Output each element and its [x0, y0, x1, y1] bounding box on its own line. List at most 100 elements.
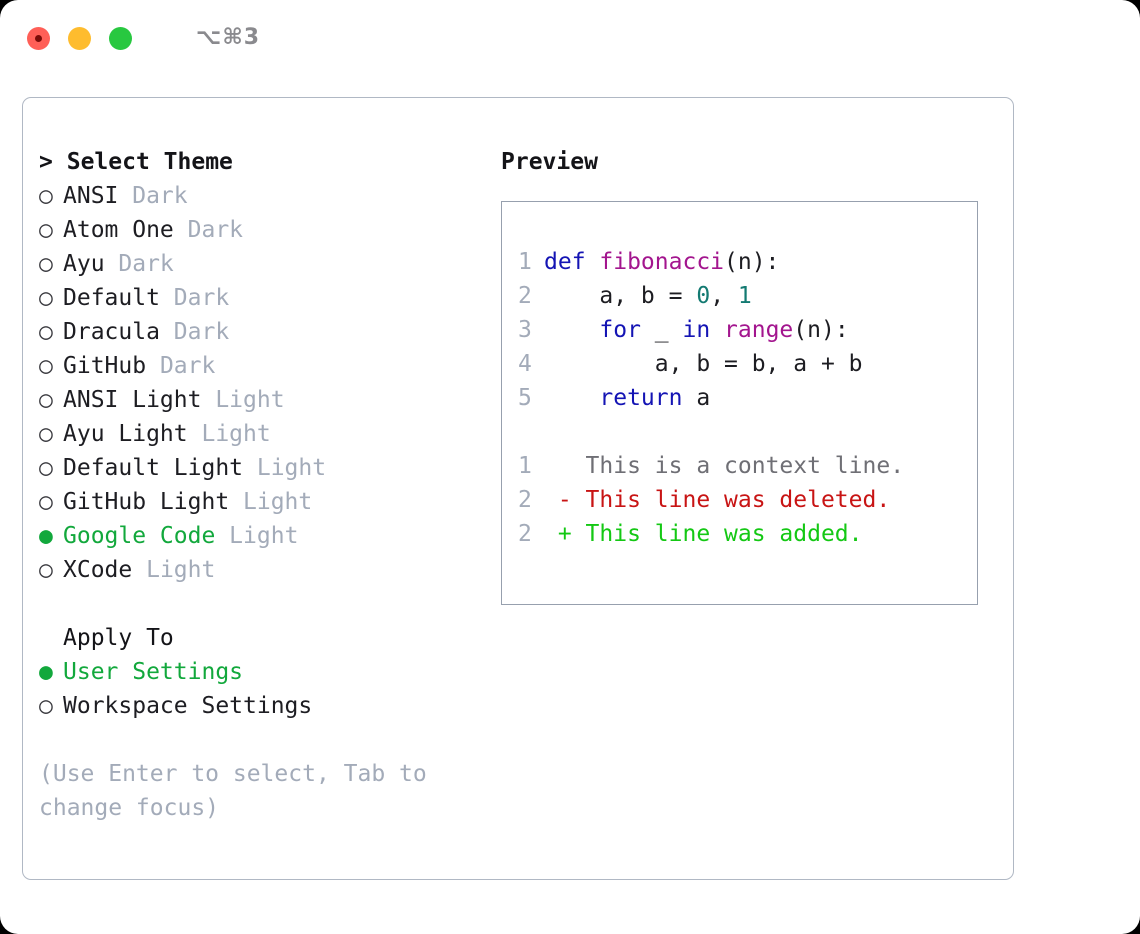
radio-selected-icon: ●	[39, 659, 53, 685]
code-token-num: 1	[737, 283, 752, 309]
code-token-plain: a	[682, 385, 711, 411]
diff-marker: -	[544, 487, 572, 513]
code-token-plain: ,	[710, 283, 738, 309]
code-line: 1 def fibonacci(n):	[518, 245, 977, 279]
radio-unselected-icon: ○	[39, 693, 53, 719]
code-token-plain	[544, 385, 599, 411]
code-token-plain: (n):	[724, 249, 780, 275]
theme-option-ansi[interactable]: ○ANSI Dark	[39, 179, 483, 213]
theme-option-label: Default	[63, 285, 160, 311]
diff-line-ctx: 1 This is a context line.	[518, 449, 977, 483]
diff-marker: +	[544, 521, 572, 547]
theme-option-label: ANSI Light	[63, 387, 202, 413]
theme-option-label: Default Light	[63, 455, 244, 481]
apply-to-option-label: User Settings	[63, 659, 244, 685]
theme-option-label: Ayu	[63, 251, 105, 277]
apply-to-option-workspace-settings[interactable]: ○ Workspace Settings	[39, 689, 483, 723]
apply-to-option-user-settings[interactable]: ● User Settings	[39, 655, 483, 689]
theme-option-tag: Light	[201, 387, 285, 413]
diff-line-text: This line was added.	[571, 521, 863, 547]
theme-option-label: Dracula	[63, 319, 160, 345]
code-line: 4 a, b = b, a + b	[518, 347, 977, 381]
code-line-number: 5	[518, 385, 532, 411]
theme-option-label: Google Code	[63, 523, 216, 549]
code-token-num: 0	[696, 283, 711, 309]
theme-option-tag: Dark	[104, 251, 174, 277]
theme-option-label: XCode	[63, 557, 133, 583]
theme-option-google-code[interactable]: ● Google Code Light	[39, 519, 483, 553]
theme-option-tag: Dark	[159, 285, 230, 311]
radio-selected-icon: ●	[39, 523, 53, 549]
code-token-fn: range	[724, 317, 794, 343]
theme-option-github[interactable]: ○ GitHub Dark	[39, 349, 483, 383]
main-panel: > Select Theme ○ANSI Dark○Atom One Dark○…	[22, 97, 1014, 880]
title-bar: ⌥⌘3	[0, 0, 1140, 76]
radio-unselected-icon: ○	[39, 285, 53, 311]
radio-unselected-icon: ○	[39, 217, 53, 243]
keyboard-hint: (Use Enter to select, Tab to change focu…	[39, 761, 441, 821]
theme-option-dracula[interactable]: ○ Dracula Dark	[39, 315, 483, 349]
code-token-plain: a, b =	[544, 283, 697, 309]
code-line-number: 1	[518, 249, 532, 275]
code-token-plain	[710, 317, 724, 343]
radio-unselected-icon: ○	[39, 319, 53, 345]
theme-option-tag: Light	[243, 455, 327, 481]
theme-option-ansi-light[interactable]: ○ ANSI Light Light	[39, 383, 483, 417]
theme-option-label: Ayu Light	[63, 421, 188, 447]
select-theme-heading-label: Select Theme	[66, 149, 233, 175]
radio-unselected-icon: ○	[39, 421, 53, 447]
diff-sample: 1 This is a context line.2 - This line w…	[518, 449, 977, 551]
code-line-number: 2	[518, 283, 532, 309]
code-token-plain: (n):	[793, 317, 849, 343]
maximize-button[interactable]	[109, 26, 132, 50]
preview-heading: Preview	[501, 149, 598, 175]
code-line: 3 for _ in range(n):	[518, 313, 977, 347]
diff-line-del: 2 - This line was deleted.	[518, 483, 977, 517]
code-token-kw: for	[599, 317, 641, 343]
theme-option-github-light[interactable]: ○GitHub Light Light	[39, 485, 483, 519]
code-token-fn: fibonacci	[599, 249, 725, 275]
diff-line-number: 1	[518, 453, 532, 479]
theme-option-tag: Light	[215, 523, 299, 549]
diff-line-number: 2	[518, 487, 532, 513]
radio-unselected-icon: ○	[39, 455, 53, 481]
theme-option-default[interactable]: ○ Default Dark	[39, 281, 483, 315]
theme-option-label: Atom One	[63, 217, 174, 243]
theme-option-tag: Dark	[173, 217, 244, 243]
radio-unselected-icon: ○	[39, 489, 53, 515]
theme-option-tag: Dark	[159, 319, 230, 345]
radio-unselected-icon: ○	[39, 183, 53, 209]
theme-option-tag: Light	[132, 557, 216, 583]
shortcut-label: ⌥⌘3	[196, 25, 261, 50]
theme-option-ayu[interactable]: ○ Ayu Dark	[39, 247, 483, 281]
prompt-caret-icon: >	[39, 149, 53, 175]
code-line-number: 3	[518, 317, 532, 343]
theme-option-tag: Light	[229, 489, 313, 515]
theme-option-tag: Light	[187, 421, 271, 447]
theme-option-label: GitHub	[63, 353, 147, 379]
radio-unselected-icon: ○	[39, 251, 53, 277]
diff-line-add: 2 + This line was added.	[518, 517, 977, 551]
code-token-kw: def	[544, 249, 600, 275]
radio-unselected-icon: ○	[39, 387, 53, 413]
theme-option-xcode[interactable]: ○ XCode Light	[39, 553, 483, 587]
theme-option-atom-one[interactable]: ○ Atom One Dark	[39, 213, 483, 247]
diff-line-number: 2	[518, 521, 532, 547]
apply-to-option-label: Workspace Settings	[63, 693, 313, 719]
code-diff-separator	[518, 415, 977, 449]
theme-option-ayu-light[interactable]: ○ Ayu Light Light	[39, 417, 483, 451]
theme-option-default-light[interactable]: ○ Default Light Light	[39, 451, 483, 485]
radio-unselected-icon: ○	[39, 557, 53, 583]
diff-line-text: This line was deleted.	[571, 487, 891, 513]
theme-option-list: ○ANSI Dark○Atom One Dark○Ayu Dark○Defaul…	[39, 179, 483, 587]
code-line-number: 4	[518, 351, 532, 377]
radio-unselected-icon: ○	[39, 353, 53, 379]
theme-option-tag: Dark	[118, 183, 188, 209]
theme-option-tag: Dark	[146, 353, 216, 379]
minimize-button[interactable]	[68, 26, 91, 50]
close-button[interactable]	[27, 26, 50, 50]
